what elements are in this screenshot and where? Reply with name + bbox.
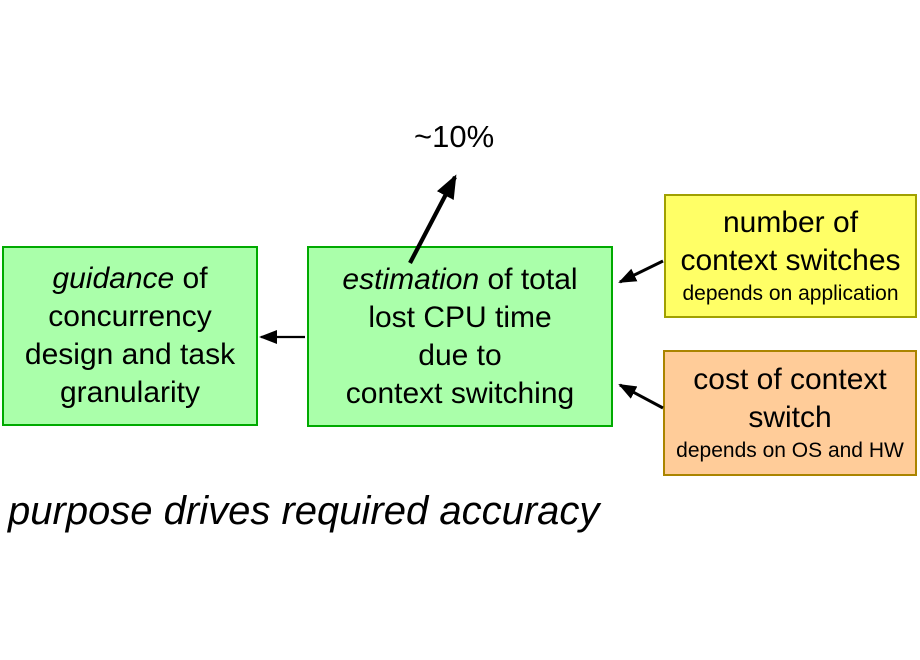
arrow-cost-to-estimation <box>618 383 664 410</box>
switches-line-1: number of <box>722 206 859 239</box>
cost-line-1: cost of context <box>693 363 887 396</box>
estimation-line-3: due to <box>418 338 502 372</box>
switches-line-2: context switches <box>680 244 901 277</box>
caption-text: purpose drives required accuracy <box>8 489 600 533</box>
guidance-word-italic: guidance <box>52 262 175 295</box>
switches-note: depends on application <box>682 282 899 305</box>
estimation-line-1: estimation of total <box>342 261 577 299</box>
cost-line-2: switch <box>748 401 832 434</box>
estimation-line-1-rest: of total <box>479 262 578 296</box>
estimation-box: estimation of total lost CPU time due to… <box>307 246 613 427</box>
estimation-line-4: context switching <box>345 376 575 410</box>
switches-box: number of context switches depends on ap… <box>664 194 917 318</box>
guidance-line-1: guidance of <box>52 260 207 298</box>
cost-box: cost of context switch depends on OS and… <box>663 350 917 476</box>
guidance-line-2: concurrency <box>48 300 212 333</box>
percent-annotation: ~10% <box>414 119 495 154</box>
guidance-line-4: granularity <box>59 376 201 409</box>
guidance-line-3: design and task <box>24 338 236 371</box>
arrow-switches-to-estimation <box>618 259 664 284</box>
guidance-line-1-rest: of <box>174 262 208 295</box>
guidance-box: guidance of concurrency design and task … <box>2 246 258 426</box>
estimation-line-2: lost CPU time <box>368 300 552 334</box>
cost-note: depends on OS and HW <box>676 439 904 462</box>
estimation-word-italic: estimation <box>342 262 480 296</box>
